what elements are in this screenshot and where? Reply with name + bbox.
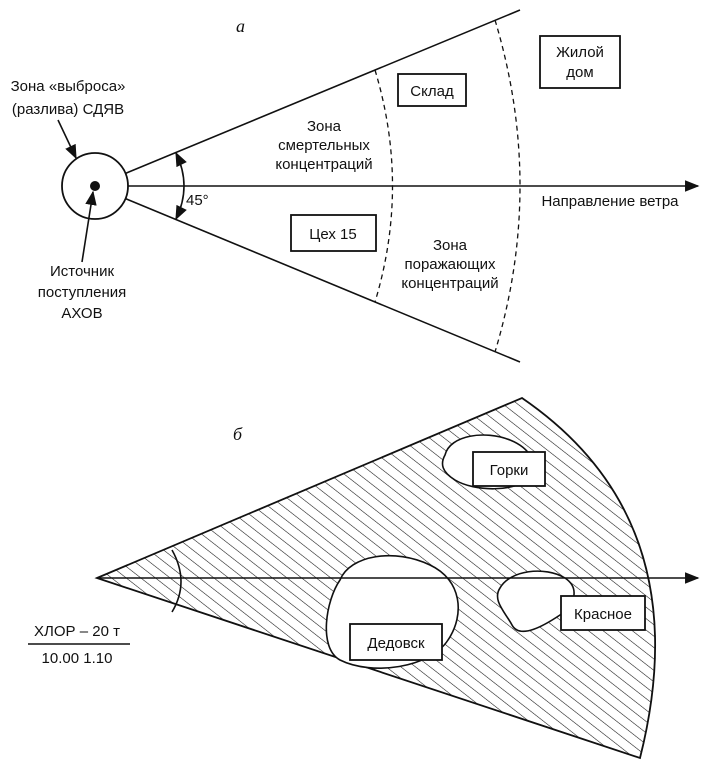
gorki-label: Горки (490, 462, 529, 479)
gorki-box (472, 451, 546, 487)
warehouse-box (397, 73, 467, 107)
diagram-a: а 45° Зона «выброса» (разлива) СДЯВ Исто… (11, 9, 700, 363)
krasnoe-label: Красное (574, 606, 632, 623)
sector-upper-edge (94, 9, 521, 187)
dedovsk-box (349, 623, 443, 661)
diagram-b-label: б (233, 424, 243, 444)
lethal-zone-label-3: концентраций (275, 156, 372, 173)
warehouse-label: Склад (410, 83, 454, 100)
lethal-zone-label-1: Зона (307, 118, 342, 135)
release-zone-label-1: Зона «выброса» (11, 78, 126, 95)
krasnoe-area (496, 570, 575, 633)
release-zone-label-2: (разлива) СДЯВ (12, 101, 124, 118)
damaging-zone-label-3: концентраций (401, 275, 498, 292)
residential-house-label-1: Жилой (556, 44, 604, 61)
residential-house-box (539, 35, 621, 89)
diagram-b: б Горки Дедовск Красное ХЛОР – 20 т 10.0… (28, 396, 700, 760)
dedovsk-label: Дедовск (367, 635, 425, 652)
damaging-zone-boundary (494, 19, 521, 353)
damaging-zone-label-1: Зона (433, 237, 468, 254)
source-point (90, 181, 100, 191)
source-label-2: поступления (38, 284, 127, 301)
sector-lower-edge (94, 185, 521, 363)
time-label: 10.00 1.10 (42, 650, 113, 667)
source-leader (81, 190, 97, 263)
angle-arc (175, 151, 187, 221)
diagram-a-label: а (236, 16, 245, 36)
wind-direction-label: Направление ветра (541, 193, 679, 210)
lethal-zone-boundary (374, 69, 394, 303)
substance-label: ХЛОР – 20 т (34, 623, 120, 640)
workshop-box (290, 214, 377, 252)
source-label-1: Источник (50, 263, 114, 280)
source-label-3: АХОВ (61, 305, 102, 322)
angle-label: 45° (186, 192, 209, 209)
release-zone-arc (171, 549, 182, 613)
krasnoe-box (560, 595, 646, 631)
release-zone-leader (57, 119, 77, 160)
residential-house-label-2: дом (566, 64, 593, 81)
damaging-zone-label-2: поражающих (405, 256, 496, 273)
lethal-zone-label-2: смертельных (278, 137, 370, 154)
workshop-label: Цех 15 (309, 226, 356, 243)
